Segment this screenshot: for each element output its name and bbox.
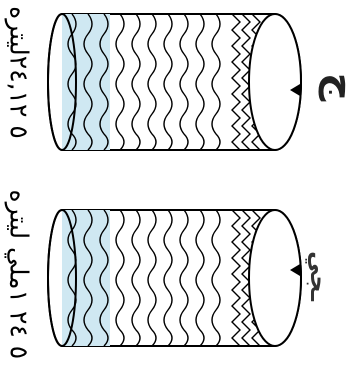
arrow-bottom (290, 264, 300, 276)
membrane-cylinder-top (47, 13, 302, 151)
membrane-cylinder-bottom (47, 209, 302, 347)
fragment-top: ج (319, 73, 356, 102)
label-bottom: ٥ ٢٤ ١ملي ليتره (4, 189, 34, 360)
arrow-top (290, 84, 300, 96)
fragment-bottom: ـجي (305, 251, 334, 301)
label-top: ٥ ٢٤,١٢ليتره (4, 6, 34, 139)
